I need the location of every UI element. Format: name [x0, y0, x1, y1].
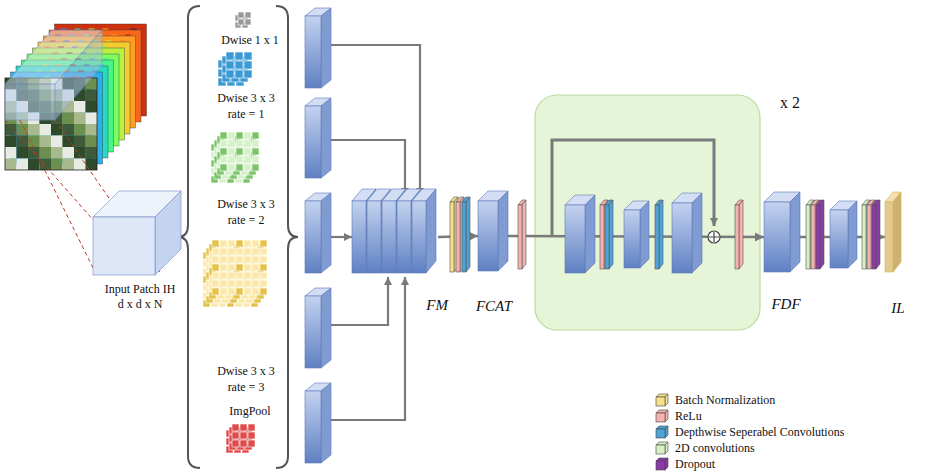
- sum-symbol: [709, 232, 719, 242]
- branch-arrow: [331, 45, 420, 196]
- input-patch: Input Patch IHd x d x N: [85, 185, 195, 312]
- tensor-label: FM: [350, 297, 448, 314]
- tensor-label: IL: [880, 300, 916, 317]
- legend-text: ReLu: [675, 409, 702, 424]
- legend-text: Depthwise Seperabel Convolutions: [675, 425, 844, 440]
- leader-line: [5, 120, 95, 222]
- feature-block: [478, 191, 508, 271]
- branch-arrow: [331, 236, 352, 238]
- kernel-label: ImgPool: [210, 404, 290, 420]
- legend-text: Dropout: [675, 457, 715, 472]
- legend-entry: Batch Normalization: [655, 392, 844, 408]
- kernel-label: Dwise 3 x 3 rate = 2: [210, 197, 282, 228]
- skip-connection: [552, 140, 714, 237]
- relu-bar: [735, 200, 743, 269]
- legend-swatch: [655, 409, 669, 423]
- branch-arrow: [331, 277, 388, 325]
- node-label: d x d x N: [85, 298, 195, 312]
- legend-text: 2D convolutions: [675, 441, 755, 456]
- legend-swatch: [655, 425, 669, 439]
- repeat-count: x 2: [770, 93, 810, 114]
- legend-entry: Dropout: [655, 456, 844, 472]
- legend-entry: 2D convolutions: [655, 440, 844, 456]
- feature-block: [305, 193, 331, 273]
- depthwise-bar: [605, 200, 613, 269]
- feature-map: FM: [350, 185, 448, 314]
- conv-bar: [806, 200, 814, 269]
- feature-block: [305, 383, 331, 463]
- node-shape: [478, 190, 510, 274]
- output-block: [885, 192, 901, 272]
- legend-swatch: [656, 413, 665, 422]
- kernel-icon: [218, 52, 252, 86]
- tensor-label: FDF: [760, 296, 812, 313]
- legend-entry: ReLu: [655, 408, 844, 424]
- dropout-bar: [816, 200, 824, 269]
- legend-swatch: [656, 397, 665, 406]
- legend-swatch: [655, 441, 669, 455]
- feature-block: [672, 193, 702, 273]
- relu-bar: [518, 200, 526, 269]
- tensor-label: FCAT: [468, 298, 520, 315]
- legend-swatch: [656, 429, 665, 438]
- node-shape: [885, 190, 905, 274]
- legend-swatch: [656, 461, 665, 470]
- legend-swatch: [655, 393, 669, 407]
- leader-line: [20, 120, 95, 272]
- feature-block: [305, 288, 331, 368]
- feature-block: [305, 8, 331, 88]
- dropout-bar: [872, 200, 880, 269]
- feature-block: [305, 98, 331, 178]
- feature-map: FDF: [760, 188, 812, 313]
- branch-arrow: [331, 140, 405, 196]
- kernel-icon: [203, 240, 267, 307]
- legend-swatch: [656, 445, 665, 454]
- relu-bar: [867, 200, 875, 269]
- output-label: IL: [880, 190, 916, 317]
- feature-block: [624, 201, 649, 268]
- kernel-icon: [211, 132, 259, 183]
- kernel-label: Dwise 3 x 3 rate = 3: [210, 364, 282, 395]
- sum-symbol: [708, 231, 720, 243]
- depthwise-bar: [655, 200, 663, 269]
- patch-box: [93, 191, 181, 275]
- kernel-label: Dwise 3 x 3 rate = 1: [210, 91, 282, 122]
- kernel-label: Dwise 1 x 1: [210, 33, 290, 49]
- conv-bar: [862, 200, 870, 269]
- feature-block: [830, 201, 857, 268]
- kernel-icon: [226, 424, 255, 453]
- legend-text: Batch Normalization: [675, 393, 775, 408]
- node-label: Input Patch IH: [85, 283, 195, 297]
- node-shape: [352, 185, 440, 275]
- feature-map: FCAT: [468, 190, 520, 315]
- node-shape: [93, 185, 188, 277]
- feature-block: [565, 195, 595, 273]
- legend-swatch: [655, 457, 669, 471]
- hyperspectral-cube: [5, 24, 147, 170]
- feature-block: [764, 192, 800, 272]
- feature-block: [412, 189, 436, 273]
- relu-bar: [600, 200, 608, 269]
- kernel-icon: [235, 12, 251, 28]
- relu-bar: [811, 200, 819, 269]
- repeat-region: [535, 95, 760, 330]
- node-shape: [764, 188, 802, 274]
- depthwise-bar: [462, 197, 470, 272]
- legend: Batch NormalizationReLuDepthwise Seperab…: [655, 392, 844, 472]
- legend-entry: Depthwise Seperabel Convolutions: [655, 424, 844, 440]
- branch-arrow: [331, 277, 405, 420]
- bracket: [276, 6, 298, 468]
